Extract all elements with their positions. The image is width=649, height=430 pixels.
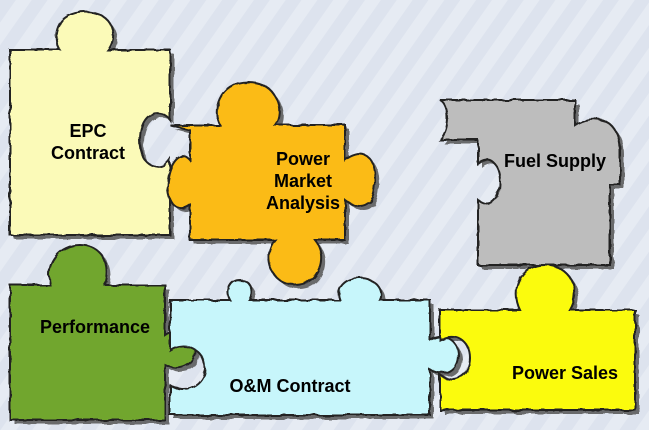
label-power-sales: Power Sales	[511, 363, 619, 383]
label-fuel-supply: Fuel Supply	[503, 151, 606, 171]
piece-om-contract	[169, 276, 460, 416]
label-epc: EPC Contract	[50, 121, 125, 163]
piece-power-sales	[439, 263, 636, 411]
label-performance: Performance	[39, 317, 151, 337]
label-power-market: Power Market Analysis	[265, 149, 341, 213]
piece-power-market	[166, 80, 377, 287]
piece-performance	[9, 243, 197, 421]
piece-fuel-supply	[437, 99, 621, 266]
label-om-contract: O&M Contract	[229, 376, 351, 396]
piece-epc	[9, 10, 171, 236]
